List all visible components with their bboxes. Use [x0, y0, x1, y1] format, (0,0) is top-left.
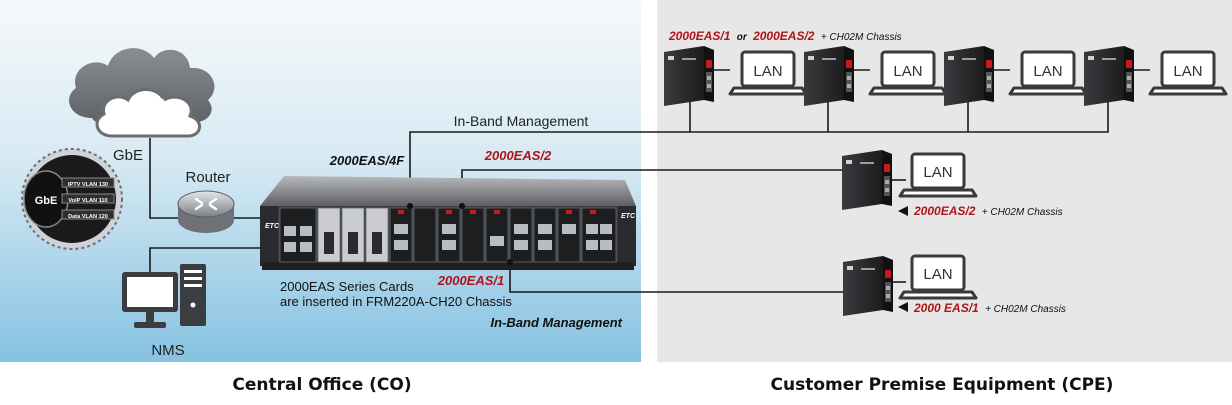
nms-label: NMS — [151, 342, 184, 359]
cpe-device-top-3 — [944, 46, 994, 106]
cpe-mid-suffix: + CH02M Chassis — [982, 207, 1063, 218]
inband-management-bottom: In-Band Management — [491, 315, 623, 330]
router-icon — [177, 190, 235, 233]
metro-cloud-icon — [69, 48, 215, 138]
cpe-bottom-model: 2000 EAS/1 — [913, 301, 979, 315]
cpe-top-model-a: 2000EAS/1 — [668, 29, 731, 43]
cpe-device-top-2 — [804, 46, 854, 106]
lan-label-top-3: LAN — [1033, 63, 1062, 80]
etc-logo-right: ETC — [621, 213, 636, 220]
router-label: Router — [185, 169, 230, 186]
cpe-caption: Customer Premise Equipment (CPE) — [771, 375, 1114, 395]
central-office-caption: Central Office (CO) — [232, 375, 411, 395]
label-2000eas-1-co: 2000EAS/1 — [437, 273, 505, 288]
metro-label: Metro — [141, 95, 179, 111]
connection-lines — [149, 69, 1150, 293]
gbe-top-label: GbE — [113, 147, 143, 164]
series-note-line1: 2000EAS Series Cards — [280, 279, 414, 294]
cpe-device-top-4 — [1084, 46, 1134, 106]
frm220a-chassis-image — [260, 176, 636, 270]
gbe-badge: GbE — [35, 195, 58, 207]
cpe-top-model-b: 2000EAS/2 — [752, 29, 815, 43]
label-2000eas-2-co: 2000EAS/2 — [484, 148, 552, 163]
cpe-top-or: or — [737, 32, 748, 43]
cpe-bottom-suffix: + CH02M Chassis — [985, 304, 1066, 315]
lan-label-top-4: LAN — [1173, 63, 1202, 80]
lan-label-top-2: LAN — [893, 63, 922, 80]
cpe-mid-model: 2000EAS/2 — [913, 204, 976, 218]
gbe-vlan-magnifier — [21, 148, 123, 250]
connection-dots — [407, 203, 513, 265]
arrow-mid-icon — [898, 206, 908, 216]
lan-label-top-1: LAN — [753, 63, 782, 80]
label-2000eas-4f: 2000EAS/4F — [329, 153, 405, 168]
cpe-top-suffix: + CH02M Chassis — [821, 32, 902, 43]
etc-logo-left: ETC — [265, 223, 280, 230]
cpe-device-top-1 — [664, 46, 714, 106]
cpe-device-bottom — [843, 256, 893, 316]
vlan-voip: VoIP VLAN 110 — [68, 198, 107, 204]
lan-label-mid: LAN — [923, 164, 952, 181]
cpe-device-mid — [842, 150, 892, 210]
nms-computer-icon — [122, 264, 206, 328]
cpe-mid-label: 2000EAS/2 + CH02M Chassis — [913, 204, 1063, 218]
inband-management-top: In-Band Management — [454, 113, 589, 129]
series-note-line2: are inserted in FRM220A-CH20 Chassis — [280, 294, 512, 309]
lan-label-bottom: LAN — [923, 266, 952, 283]
cpe-top-label: 2000EAS/1 or 2000EAS/2 + CH02M Chassis — [668, 29, 902, 43]
vlan-data: Data VLAN 120 — [68, 214, 108, 220]
cpe-bottom-label: 2000 EAS/1 + CH02M Chassis — [913, 301, 1066, 315]
arrow-bottom-icon — [898, 302, 908, 312]
vlan-iptv: IPTV VLAN 130 — [68, 182, 108, 188]
